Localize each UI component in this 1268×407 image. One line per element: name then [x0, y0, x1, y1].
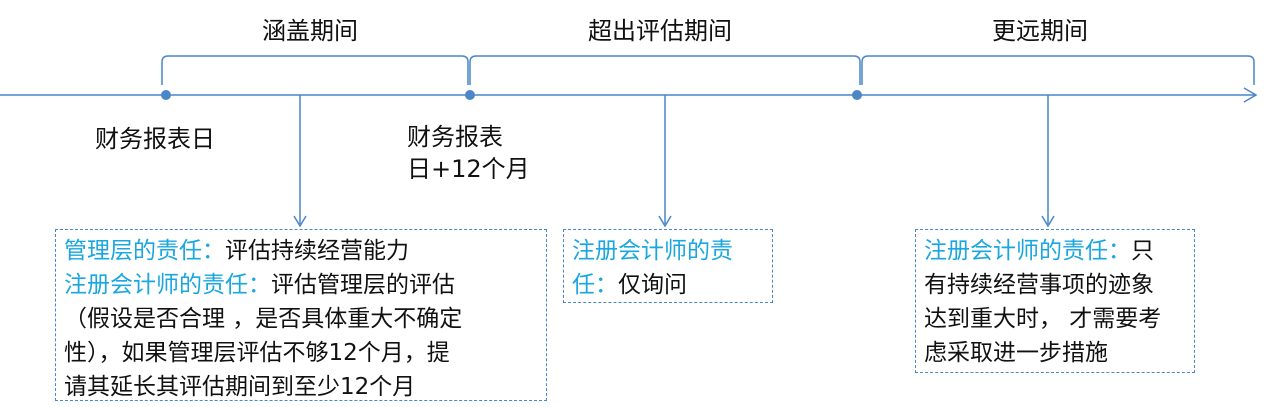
box3-line-3: 达到重大时， 才需要考: [924, 306, 1162, 332]
box-beyond-responsibilities: 注册会计师的责 任：仅询问: [563, 229, 773, 303]
point-further: [852, 90, 862, 100]
point-statement-date-plus-12: [465, 90, 475, 100]
box1-line-3: （假设是否合理 ，是否具体重大不确定: [64, 306, 463, 332]
date-label-statement-date: 财务报表日: [95, 125, 215, 153]
box2-line-2: 任：仅询问: [572, 272, 687, 298]
connector-beyond-arrow: [658, 215, 672, 228]
connector-coverage-arrow: [293, 215, 307, 228]
date-label-plus-12-line1: 财务报表: [407, 123, 503, 151]
box3-line-4: 虑采取进一步措施: [924, 340, 1108, 366]
box-coverage-responsibilities: 管理层的责任：评估持续经营能力 注册会计师的责任：评估管理层的评估 （假设是否合…: [55, 229, 547, 401]
period-label-coverage: 涵盖期间: [262, 17, 358, 45]
bracket-coverage-period: [161, 55, 469, 85]
box-further-responsibilities: 注册会计师的责任：只 有持续经营事项的迹象 达到重大时， 才需要考 虑采取进一步…: [915, 229, 1195, 373]
box1-line-5: 请其延长其评估期间到至少12个月: [64, 374, 416, 400]
box1-line-2: 注册会计师的责任：评估管理层的评估: [64, 272, 455, 298]
bracket-further-period: [861, 55, 1255, 85]
box2-line-1: 注册会计师的责: [572, 238, 733, 264]
box3-line-1: 注册会计师的责任：只: [924, 238, 1154, 264]
date-label-plus-12-line2: 日+12个月: [407, 155, 530, 183]
box3-line-2: 有持续经营事项的迹象: [924, 272, 1154, 298]
bracket-beyond-assessment-period: [469, 55, 861, 85]
box1-line-1: 管理层的责任：评估持续经营能力: [64, 238, 409, 264]
timeline-arrowhead: [1243, 87, 1258, 103]
period-label-further: 更远期间: [992, 17, 1088, 45]
box1-line-4: 性），如果管理层评估不够12个月，提: [64, 340, 450, 366]
connector-further-arrow: [1041, 215, 1055, 228]
period-label-beyond: 超出评估期间: [588, 17, 732, 45]
point-statement-date: [161, 90, 171, 100]
